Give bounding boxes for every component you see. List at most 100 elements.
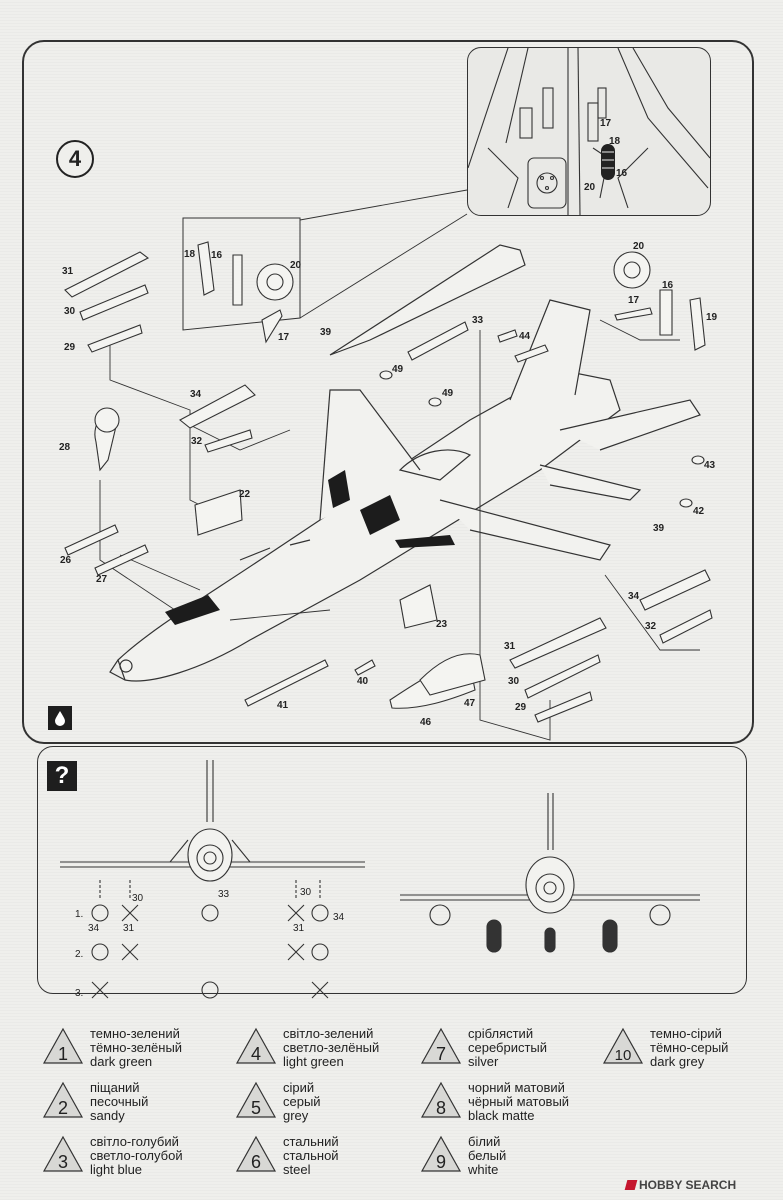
paint-4-icon: 4 [235, 1027, 277, 1064]
legend-ukr: темно-сірий [650, 1026, 722, 1041]
legend-eng: grey [283, 1108, 309, 1123]
svg-text:4: 4 [251, 1044, 261, 1064]
legend-ukr: чорний матовий [468, 1080, 565, 1095]
loadout-row-3: 3. [75, 988, 83, 999]
part-16-right: 16 [662, 280, 674, 291]
part-39: 39 [320, 327, 332, 338]
part-30-right: 30 [508, 676, 520, 687]
loadout-row-2: 2. [75, 949, 83, 960]
part-26: 26 [60, 555, 72, 566]
part-49-left: 49 [392, 364, 404, 375]
legend-rus: стальной [283, 1148, 339, 1163]
legend-ukr: світло-голубий [90, 1134, 179, 1149]
paint-2-icon: 2 [42, 1081, 84, 1118]
paint-10-icon: 10 [602, 1027, 644, 1064]
legend-eng: sandy [90, 1108, 125, 1123]
part-16: 16 [211, 250, 223, 261]
svg-text:6: 6 [251, 1152, 261, 1172]
inset-part-17: 17 [600, 118, 612, 129]
loadout-label-30-right: 30 [300, 887, 312, 898]
part-41: 41 [277, 700, 289, 711]
front-views-panel [37, 746, 747, 994]
svg-text:10: 10 [615, 1047, 632, 1064]
legend-eng: light green [283, 1054, 344, 1069]
legend-rus: светло-зелёный [283, 1040, 380, 1055]
front-views-drawing: 30 34 31 33 30 34 31 1. 2. 3. [60, 760, 700, 999]
inset-part-16: 16 [616, 168, 628, 179]
legend-eng: dark green [90, 1054, 153, 1069]
legend-rus: серый [283, 1094, 321, 1109]
loadout-label-31: 31 [123, 923, 135, 934]
part-32-right: 32 [645, 621, 657, 632]
paint-1-icon: 1 [42, 1027, 84, 1064]
legend-rus: тёмно-зелёный [90, 1040, 183, 1055]
paint-3-icon: 3 [42, 1135, 84, 1172]
svg-text:1: 1 [58, 1044, 68, 1064]
watermark: HOBBY SEARCH [624, 1178, 736, 1192]
part-23: 23 [436, 619, 448, 630]
legend-ukr: піщаний [90, 1080, 140, 1095]
svg-text:9: 9 [436, 1152, 446, 1172]
question-icon: ? [47, 761, 77, 791]
legend-rus: светло-голубой [90, 1148, 183, 1163]
legend-ukr: білий [468, 1134, 501, 1149]
legend-ukr: сріблястий [468, 1026, 534, 1041]
legend-rus: серебристый [468, 1040, 548, 1055]
legend-ukr: темно-зелений [90, 1026, 180, 1041]
assembly-drawing: 31 30 29 18 16 20 17 39 33 44 49 49 34 3… [59, 189, 718, 741]
part-19: 19 [706, 312, 718, 323]
svg-text:5: 5 [251, 1098, 261, 1118]
part-30: 30 [64, 306, 76, 317]
part-31: 31 [62, 266, 74, 277]
part-44: 44 [519, 331, 531, 342]
loadout-label-34-right: 34 [333, 912, 345, 923]
gear-bay-drawing: 17 18 16 20 [468, 48, 710, 215]
loadout-label-33: 33 [218, 889, 230, 900]
hobby-search-logo-icon [624, 1180, 638, 1190]
svg-text:8: 8 [436, 1098, 446, 1118]
detail-inset: 17 18 16 20 [467, 47, 711, 216]
part-34: 34 [190, 389, 202, 400]
part-43: 43 [704, 460, 716, 471]
part-20-right: 20 [633, 241, 645, 252]
loadout-row-1: 1. [75, 909, 83, 920]
part-31-right: 31 [504, 641, 516, 652]
inset-part-18: 18 [609, 136, 621, 147]
legend-ukr: сірий [283, 1080, 315, 1095]
part-29-right: 29 [515, 702, 527, 713]
legend-eng: steel [283, 1162, 311, 1177]
part-40: 40 [357, 676, 369, 687]
part-20: 20 [290, 260, 302, 271]
part-46: 46 [420, 717, 432, 728]
legend-eng: white [468, 1162, 499, 1177]
part-17: 17 [278, 332, 290, 343]
paint-6-icon: 6 [235, 1135, 277, 1172]
step-number: 4 [56, 140, 94, 178]
part-27: 27 [96, 574, 108, 585]
paint-7-icon: 7 [420, 1027, 462, 1064]
part-18: 18 [184, 249, 196, 260]
paint-8-icon: 8 [420, 1081, 462, 1118]
legend-rus: чёрный матовый [468, 1094, 570, 1109]
legend-eng: black matte [468, 1108, 535, 1123]
part-17-right: 17 [628, 295, 640, 306]
part-49-right: 49 [442, 388, 454, 399]
part-22: 22 [239, 489, 251, 500]
svg-text:7: 7 [436, 1044, 446, 1064]
legend-rus: песочный [90, 1094, 149, 1109]
legend-ukr: стальний [283, 1134, 339, 1149]
part-32: 32 [191, 436, 203, 447]
part-33: 33 [472, 315, 484, 326]
part-29: 29 [64, 342, 76, 353]
legend-rus: белый [468, 1148, 507, 1163]
